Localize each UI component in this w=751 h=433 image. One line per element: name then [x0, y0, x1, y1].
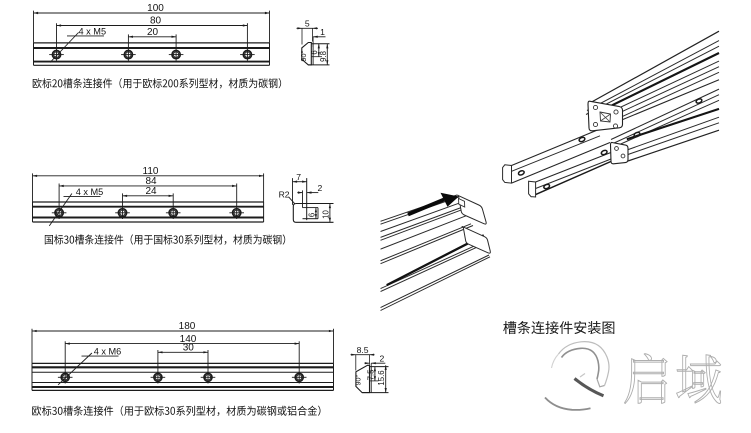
svg-text:10: 10 [321, 210, 330, 219]
svg-text:6: 6 [310, 50, 319, 54]
svg-text:6: 6 [307, 213, 316, 217]
svg-text:4 x M5: 4 x M5 [76, 187, 104, 197]
svg-text:110: 110 [143, 166, 159, 177]
svg-text:140: 140 [180, 334, 197, 345]
svg-text:4 x M5: 4 x M5 [79, 26, 107, 36]
svg-text:100: 100 [147, 3, 164, 14]
svg-text:2: 2 [318, 183, 323, 193]
svg-text:7.5: 7.5 [366, 369, 375, 381]
svg-text:8.5: 8.5 [357, 345, 369, 355]
svg-text:7: 7 [296, 172, 301, 182]
svg-text:R2: R2 [279, 189, 290, 199]
svg-text:1: 1 [320, 27, 325, 37]
svg-text:20: 20 [147, 27, 159, 38]
svg-text:84: 84 [145, 176, 157, 187]
svg-text:4 x M6: 4 x M6 [94, 346, 122, 356]
svg-text:80: 80 [150, 16, 162, 27]
svg-text:90°: 90° [354, 374, 363, 385]
svg-text:180: 180 [179, 321, 196, 332]
svg-text:9.8: 9.8 [319, 51, 328, 62]
svg-text:30: 30 [183, 343, 195, 354]
svg-text:5: 5 [305, 19, 310, 29]
svg-text:90°: 90° [299, 50, 308, 61]
svg-text:2: 2 [380, 354, 385, 364]
svg-text:24: 24 [145, 186, 157, 197]
svg-text:15.6: 15.6 [377, 370, 386, 385]
